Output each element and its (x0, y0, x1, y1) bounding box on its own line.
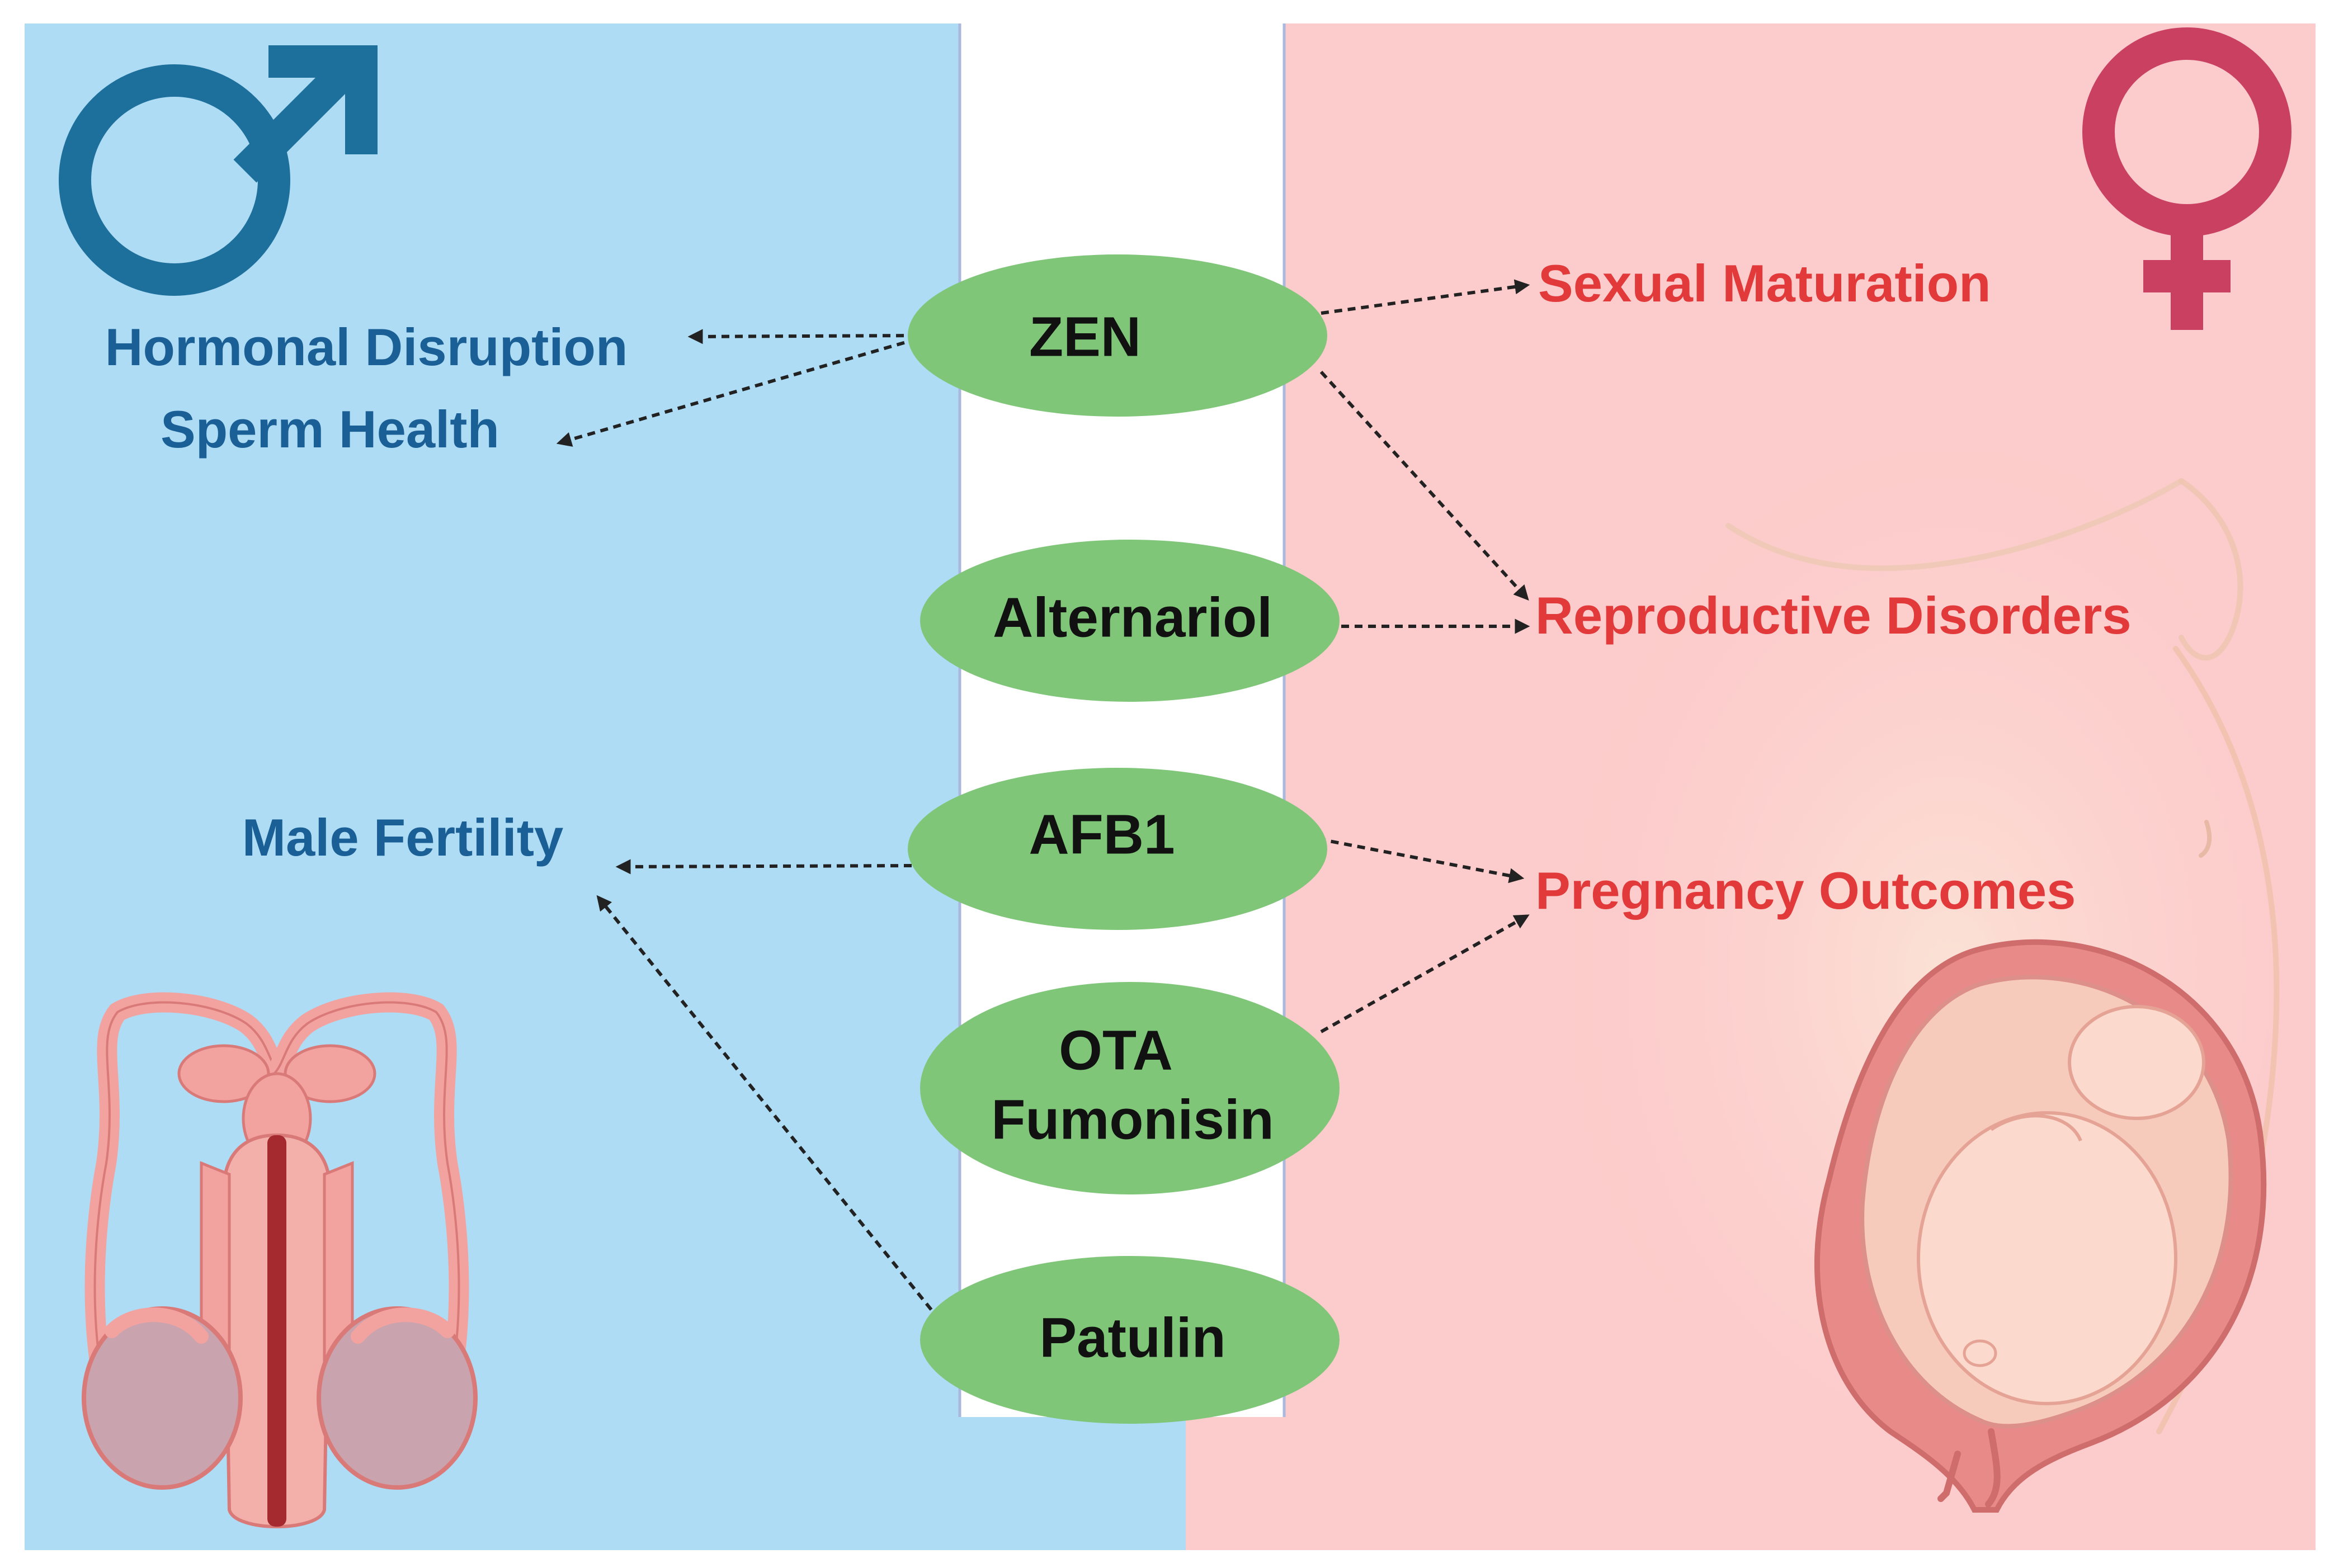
arrow-patulin-to-male-fertility (596, 895, 933, 1311)
arrow-zen-to-sperm-health (556, 337, 918, 447)
node-patulin-label: Patulin (1039, 1306, 1225, 1369)
node-afb1-label: AFB1 (1029, 803, 1175, 866)
node-zen: ZEN (908, 254, 1327, 417)
label-sperm-health: Sperm Health (161, 400, 499, 459)
node-alternariol-label: Alternariol (993, 586, 1272, 649)
male-symbol-icon (59, 45, 378, 296)
label-pregnancy-outcomes: Pregnancy Outcomes (1535, 861, 2076, 920)
pregnant-uterus-illustration (1814, 939, 2267, 1513)
node-ota-fumonisin: OTA Fumonisin (920, 982, 1340, 1194)
label-reproductive-disorders: Reproductive Disorders (1535, 586, 2132, 645)
arrow-afb1-to-pregnancy-outcomes (1317, 837, 1525, 884)
node-alternariol: Alternariol (920, 540, 1340, 702)
female-symbol-icon (2082, 27, 2291, 330)
node-afb1: AFB1 (908, 768, 1327, 930)
node-ota-label: OTA (1059, 1019, 1173, 1081)
label-male-fertility: Male Fertility (242, 808, 564, 867)
node-fumonisin-label: Fumonisin (991, 1088, 1274, 1151)
arrow-zen-to-hormonal-disruption (687, 329, 918, 344)
node-zen-label: ZEN (1029, 305, 1141, 368)
center-band (960, 23, 1284, 1417)
arrow-afb1-to-male-fertility (615, 859, 912, 875)
node-patulin: Patulin (920, 1256, 1340, 1424)
male-reproductive-anatomy-illustration (82, 992, 478, 1528)
arrows (556, 279, 1530, 1311)
arrow-zen-to-sexual-maturation (1321, 279, 1530, 315)
arrow-zen-to-reproductive-disorders (1319, 370, 1529, 601)
label-sexual-maturation: Sexual Maturation (1538, 254, 1991, 313)
label-hormonal-disruption: Hormonal Disruption (105, 318, 628, 376)
